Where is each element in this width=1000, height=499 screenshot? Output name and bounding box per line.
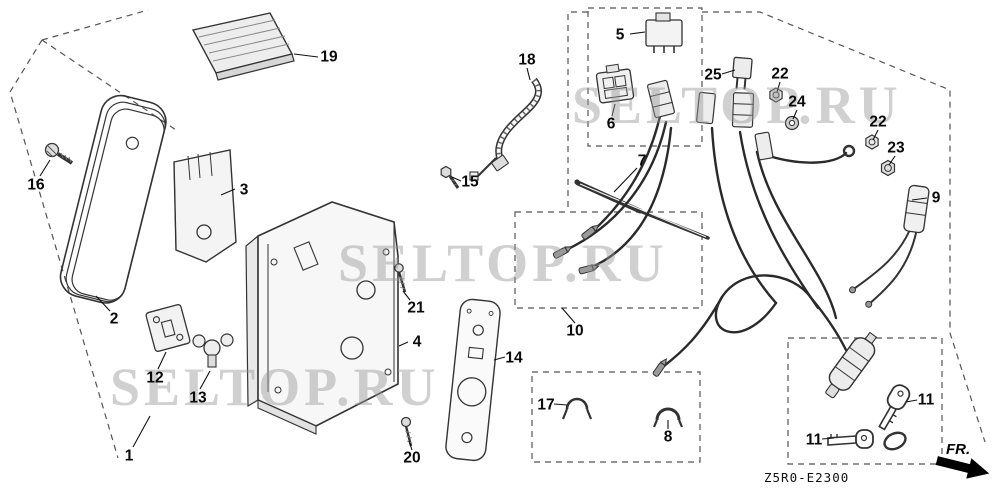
part-relay [645,12,683,53]
callout-8: 8 [663,428,673,446]
part-tube [469,77,543,181]
fr-direction-label: FR. [946,441,971,458]
callout-23: 23 [887,139,905,157]
callout-25: 25 [704,66,722,84]
callout-11a: 11 [917,391,935,409]
part-key-2 [827,429,874,449]
part-screw-21 [394,263,407,293]
part-key-ring [883,431,907,451]
leader-lines [39,31,928,451]
part-screw-20 [400,416,413,447]
harness-connectors [647,79,856,161]
fr-arrow-icon [935,456,990,479]
callout-14: 14 [505,349,523,367]
part-bracket [173,149,237,263]
callout-2: 2 [109,310,119,328]
part-clip [561,397,593,420]
callout-7: 7 [637,152,647,170]
callout-22b: 22 [869,113,887,131]
part-valve-joint [192,333,234,368]
callout-15: 15 [461,173,479,191]
part-nut-23 [880,159,896,177]
part-control-box [245,201,399,435]
part-connector-6 [595,63,635,104]
part-wire-harness [564,114,848,368]
part-bolt-15 [440,165,460,189]
callout-10: 10 [566,322,584,340]
part-diode-assembly [849,184,930,308]
part-fuse [732,56,753,90]
part-nut-22b [865,134,879,150]
callout-16: 16 [27,176,45,194]
callout-21: 21 [407,299,425,317]
part-washer-24 [784,115,800,131]
callout-13: 13 [189,389,207,407]
callout-3: 3 [239,181,249,199]
callout-11b: 11 [805,431,823,449]
part-clamp [652,407,684,428]
part-cover-stack [59,94,167,304]
diagram-code: Z5R0-E2300 [764,470,850,485]
harness-bullet-terminals [552,224,667,377]
part-rod [574,179,710,240]
callout-1: 1 [124,447,134,465]
callout-5: 5 [615,26,625,44]
callout-4: 4 [412,333,422,351]
part-solenoid [825,331,878,399]
part-nut-22a [769,87,783,103]
part-panel-plate [445,298,501,462]
callout-17: 17 [537,396,555,414]
callout-18: 18 [518,51,536,69]
part-bolt-16 [44,142,74,165]
callout-12: 12 [146,369,164,387]
callout-19: 19 [320,48,338,66]
callout-9: 9 [931,189,941,207]
callout-22a: 22 [771,65,789,83]
part-shop-towel [191,12,295,81]
group-outlines [9,7,986,465]
callout-20: 20 [403,449,421,467]
callout-24: 24 [788,93,806,111]
part-switch [145,304,191,352]
callout-6: 6 [606,115,616,133]
